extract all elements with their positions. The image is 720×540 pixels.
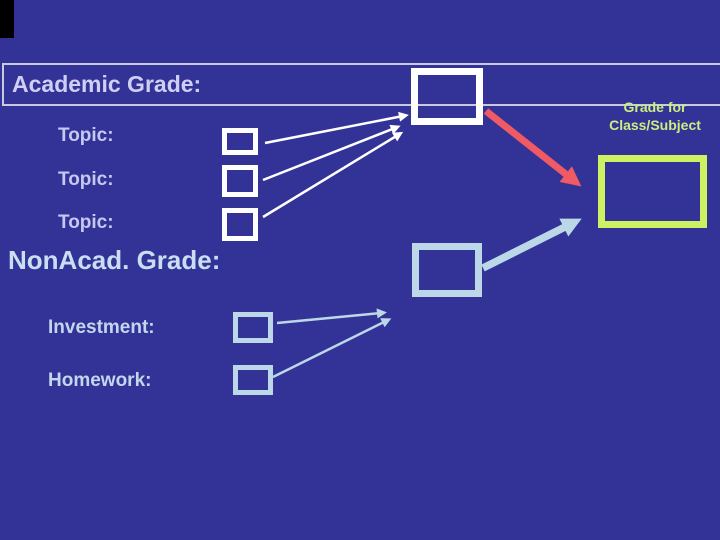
topic-box-2 [222, 165, 258, 197]
final-grade-caption-line2: Class/Subject [609, 117, 701, 133]
academic-title: Academic Grade: [12, 71, 202, 97]
nonacad-title: NonAcad. Grade: [8, 245, 221, 275]
academic-summary-box [411, 68, 483, 125]
nonacad-to-grade-arrow [481, 218, 582, 272]
homework-label: Homework: [48, 370, 152, 391]
topic-label-3: Topic: [58, 212, 114, 233]
homework-box [233, 365, 273, 395]
topic-arrow-2 [262, 124, 401, 182]
final-grade-box [598, 155, 707, 228]
topic-label-2: Topic: [58, 169, 114, 190]
final-grade-caption: Grade for Class/Subject [590, 98, 720, 134]
corner-black-rect [0, 0, 14, 38]
investment-label: Investment: [48, 317, 155, 338]
nonacad-summary-box [412, 243, 482, 297]
homework-arrow [272, 318, 392, 379]
final-grade-caption-line1: Grade for [623, 99, 687, 115]
academic-title-banner: Academic Grade: [2, 63, 720, 106]
topic-box-3 [222, 208, 258, 241]
investment-arrow [276, 308, 387, 325]
topic-arrow-1 [264, 111, 409, 145]
topic-box-1 [222, 128, 258, 155]
topic-label-1: Topic: [58, 125, 114, 146]
academic-to-grade-arrow [483, 108, 582, 187]
investment-box [233, 312, 273, 343]
topic-arrow-3 [262, 131, 404, 219]
